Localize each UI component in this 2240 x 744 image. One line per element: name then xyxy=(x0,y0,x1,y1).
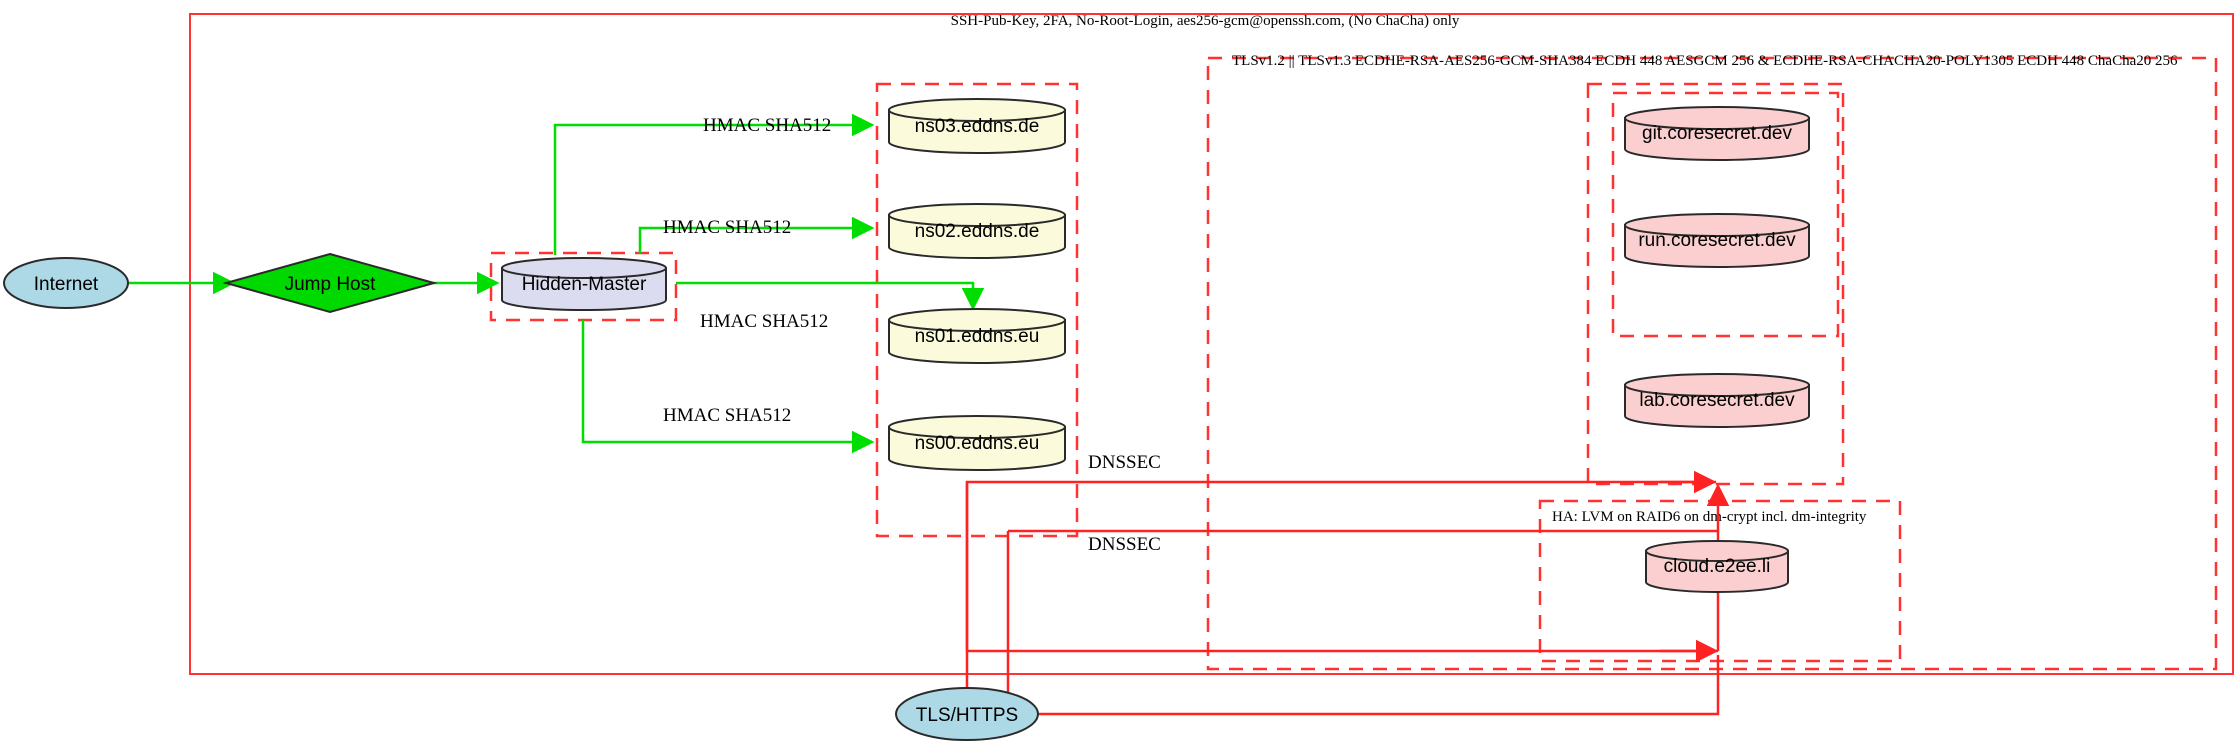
node-jump-host[interactable]: Jump Host xyxy=(222,252,438,314)
node-run-coresecret-label: run.coresecret.dev xyxy=(1638,230,1796,251)
node-run-coresecret[interactable]: run.coresecret.dev xyxy=(1624,213,1810,268)
tls-zone-label: TLSv1.2 || TLSv1.3 ECDHE-RSA-AES256-GCM-… xyxy=(1232,53,2178,69)
edge-label-hmac-ns02: HMAC SHA512 xyxy=(663,217,791,238)
node-ns01-label: ns01.eddns.eu xyxy=(915,326,1040,347)
node-hidden-master-label: Hidden-Master xyxy=(522,274,647,295)
edge-hiddenmaster-ns00 xyxy=(581,320,875,454)
edge-label-hmac-ns03: HMAC SHA512 xyxy=(703,115,831,136)
node-ns03-label: ns03.eddns.de xyxy=(915,116,1040,137)
edge-label-hmac-ns01: HMAC SHA512 xyxy=(700,311,828,332)
node-git-coresecret-label: git.coresecret.dev xyxy=(1642,123,1792,144)
node-cloud-e2ee-label: cloud.e2ee.li xyxy=(1664,556,1771,577)
ssh-zone-boundary xyxy=(189,13,2234,675)
edge-label-hmac-ns00: HMAC SHA512 xyxy=(663,405,791,426)
node-cloud-e2ee[interactable]: cloud.e2ee.li xyxy=(1645,540,1789,593)
node-hidden-master[interactable]: Hidden-Master xyxy=(501,257,667,311)
edge-tlshttps-right xyxy=(1038,655,1720,716)
coresecret-outer-boundary xyxy=(1586,82,1845,486)
ha-zone-label: HA: LVM on RAID6 on dm-crypt incl. dm-in… xyxy=(1552,509,1867,525)
node-tls-https-label: TLS/HTTPS xyxy=(916,705,1018,726)
ssh-zone-label: SSH-Pub-Key, 2FA, No-Root-Login, aes256-… xyxy=(951,13,1460,29)
coresecret-inner-boundary xyxy=(1611,91,1840,338)
node-internet-label: Internet xyxy=(34,274,99,295)
node-ns00[interactable]: ns00.eddns.eu xyxy=(888,415,1066,471)
node-ns01[interactable]: ns01.eddns.eu xyxy=(888,308,1066,364)
edge-label-dnssec-upper: DNSSEC xyxy=(1088,452,1161,473)
node-ns03[interactable]: ns03.eddns.de xyxy=(888,98,1066,154)
node-lab-coresecret-label: lab.coresecret.dev xyxy=(1639,390,1795,411)
node-internet[interactable]: Internet xyxy=(3,257,129,309)
node-jump-host-label: Jump Host xyxy=(285,274,377,295)
node-ns02[interactable]: ns02.eddns.de xyxy=(888,203,1066,259)
edge-hiddenmaster-ns03 xyxy=(553,113,875,255)
node-git-coresecret[interactable]: git.coresecret.dev xyxy=(1624,106,1810,161)
node-tls-https[interactable]: TLS/HTTPS xyxy=(895,687,1039,741)
node-lab-coresecret[interactable]: lab.coresecret.dev xyxy=(1624,373,1810,428)
edge-label-dnssec-lower: DNSSEC xyxy=(1088,534,1161,555)
node-ns00-label: ns00.eddns.eu xyxy=(915,433,1040,454)
edge-dnssec-upper-box xyxy=(965,482,1718,653)
node-ns02-label: ns02.eddns.de xyxy=(915,221,1040,242)
edge-hiddenmaster-ns01 xyxy=(676,281,985,311)
dns-zone-boundary xyxy=(875,82,1079,538)
edge-hiddenmaster-ns02 xyxy=(638,216,875,253)
tls-zone-boundary xyxy=(1206,56,2218,671)
